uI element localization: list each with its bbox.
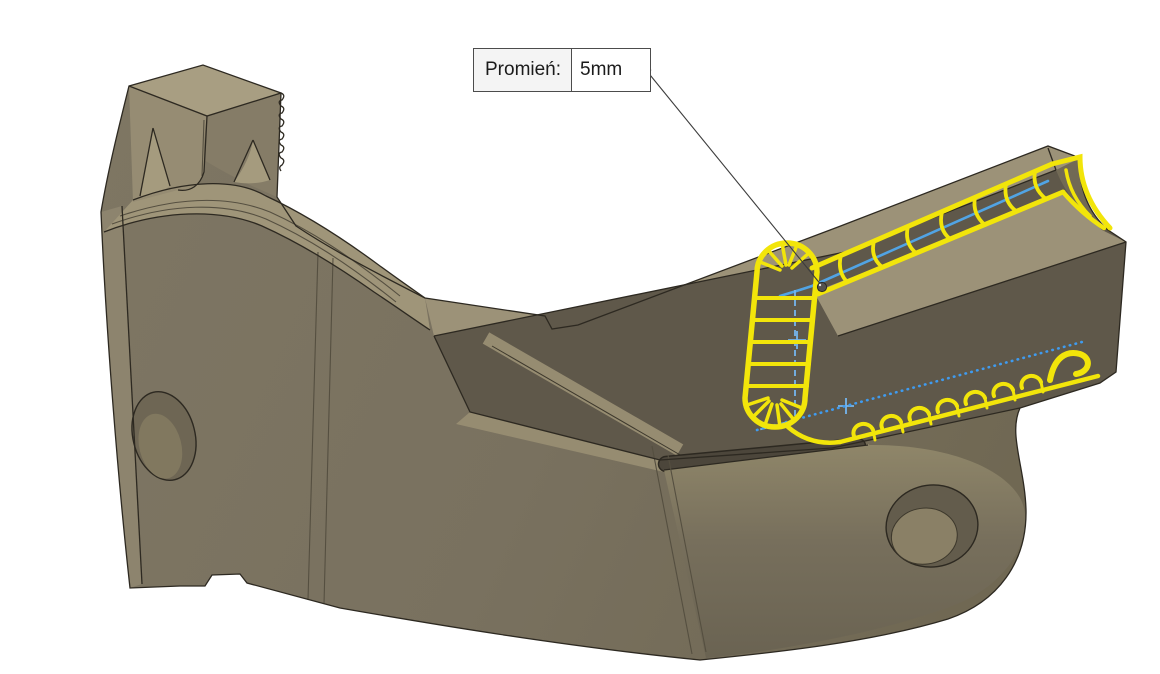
fillet-cove: [1049, 153, 1113, 231]
fillet-tangent-cross: [838, 398, 854, 414]
selected-edge-highlight[interactable]: [778, 179, 1050, 298]
radius-callout-label: Promień:: [474, 49, 573, 91]
fillet-end-hook: [1047, 350, 1091, 383]
pocket-rib-edge: [491, 345, 683, 457]
grip-serrations: [278, 92, 285, 172]
swoop-fang-right: [234, 140, 270, 184]
lug-top-edge: [663, 444, 869, 471]
fillet-preview: [742, 153, 1113, 445]
lug: [664, 444, 1026, 658]
tower-left-face: [101, 206, 142, 588]
radius-callout: Promień: 5mm: [473, 48, 652, 92]
fillet-endcap: [742, 240, 820, 430]
swoop-fang-left: [140, 128, 170, 196]
swoop-top-face: [104, 183, 430, 330]
arm-rim-top-face: [425, 146, 1080, 336]
radius-value-input[interactable]: 5mm: [572, 49, 651, 91]
base-hole: [131, 390, 197, 482]
leader-endpoint-icon[interactable]: [816, 281, 828, 293]
model-edges: [100, 64, 1127, 661]
hidden-tangent-edge: [755, 340, 1084, 432]
pocket-rib: [482, 332, 684, 456]
callout-leader: [640, 64, 828, 293]
arm-ledge-top-face: [814, 194, 1126, 336]
leader-endpoint-highlight: [818, 283, 822, 287]
tangent-edges: [111, 119, 707, 655]
fillet-scallops: [851, 373, 1043, 438]
part-model: [100, 64, 1127, 661]
lug-hole: [885, 484, 979, 568]
head-top-face: [129, 65, 281, 116]
